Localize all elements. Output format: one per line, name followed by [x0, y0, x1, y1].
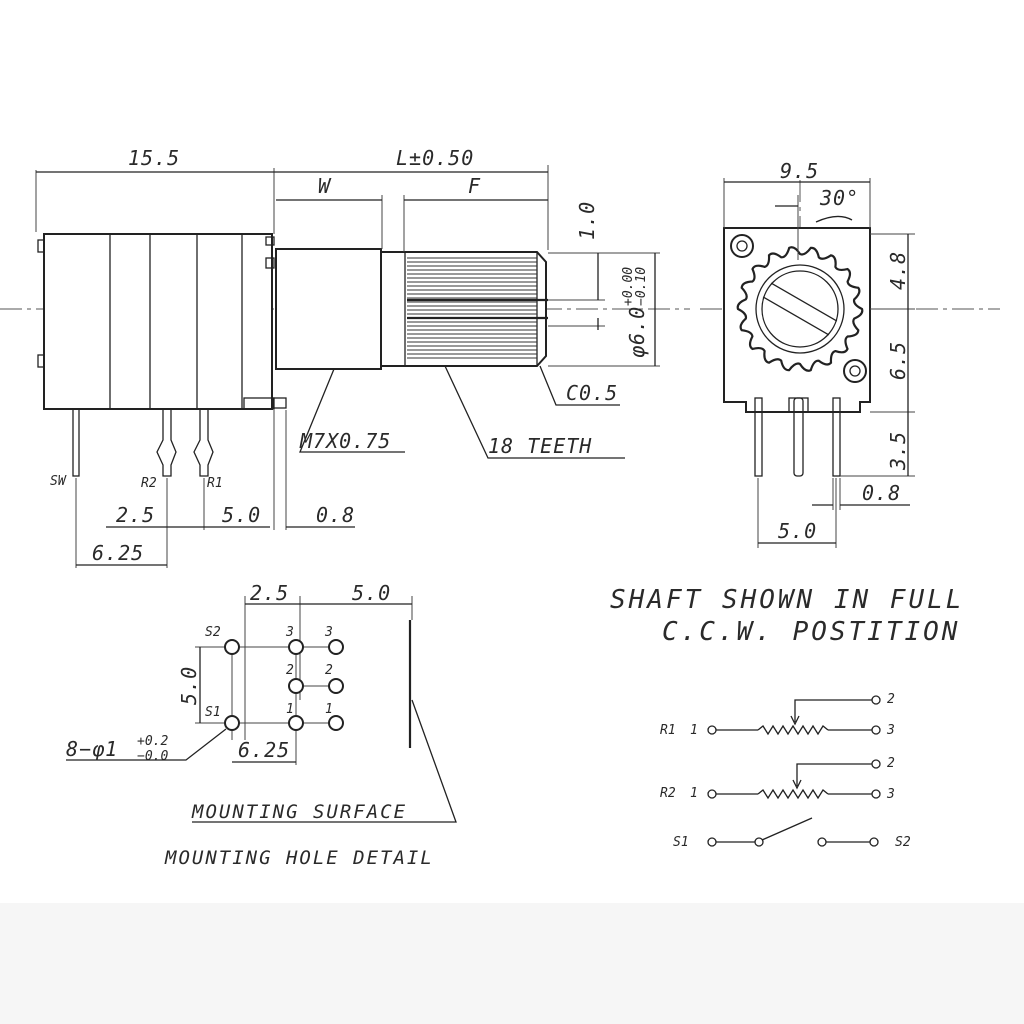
- front-body: [723, 227, 871, 413]
- dim-m7: M7X0.75: [299, 429, 391, 453]
- mount-hole-1a: [288, 715, 304, 731]
- front-pin-left: [754, 397, 763, 477]
- mount-label-s1: S1: [205, 705, 221, 720]
- schem-r1-pin1: 1: [690, 723, 698, 738]
- bushing: [275, 248, 382, 370]
- schem-r2-pin3: 3: [886, 787, 895, 802]
- schem-r1-label: R1: [660, 723, 676, 738]
- leader-teeth: [444, 365, 625, 459]
- mount-dim-5-0-top: 5.0: [352, 581, 391, 605]
- dim-0-8-front: 0.8: [862, 481, 901, 505]
- leader-c05: [539, 365, 620, 406]
- mount-dim-5-0-left: 5.0: [177, 666, 201, 705]
- mount-hole-3a: [288, 639, 304, 655]
- dim-c0-5: C0.5: [566, 381, 618, 405]
- schem-switch-blade: [761, 817, 813, 841]
- mount-label-1b: 1: [325, 702, 333, 717]
- rotor-slot: [762, 282, 838, 336]
- dim-6-5: 6.5: [886, 341, 910, 380]
- dim-4-8: 4.8: [886, 251, 910, 290]
- mount-hole-s1: [224, 715, 240, 731]
- dim-2-5: 2.5: [116, 503, 155, 527]
- svg-text:+0.2: +0.2: [137, 734, 168, 749]
- pin-label-sw: SW: [50, 474, 67, 489]
- dim-6-25: 6.25: [92, 541, 144, 565]
- note-line-2: C.C.W. POSTITION: [662, 617, 960, 647]
- svg-text:8−φ1: 8−φ1: [66, 737, 118, 761]
- front-hole-bottom-right: [843, 359, 867, 383]
- mount-label-3b: 3: [324, 625, 333, 640]
- dim-5-0: 5.0: [222, 503, 261, 527]
- pin-label-r2: R2: [141, 476, 157, 491]
- schem-r1-pin2: 2: [887, 692, 895, 707]
- svg-text:+0.00: +0.00: [621, 267, 636, 306]
- pin-r1: [193, 409, 214, 477]
- leader-holes: [66, 728, 227, 761]
- schem-r1-pin3: 3: [886, 723, 895, 738]
- bottom-band: [0, 903, 1024, 1024]
- leader-mounting-surface: [192, 699, 457, 823]
- front-view: 9.5 30° 4.8 6.5 3.5 0.8 5.0: [700, 159, 1000, 548]
- mount-label-1a: 1: [286, 702, 294, 717]
- dim-3-5: 3.5: [886, 431, 910, 471]
- mount-label-2a: 2: [286, 663, 294, 678]
- pin-label-r1: R1: [207, 476, 223, 491]
- dim-1-0: 1.0: [575, 201, 599, 240]
- mounting-hole-detail-label: MOUNTING HOLE DETAIL: [164, 847, 434, 869]
- schem-r2-wiper: [796, 763, 872, 786]
- dim-15-5: 15.5: [128, 146, 180, 170]
- angle-arc: [815, 215, 853, 223]
- mount-hole-1b: [328, 715, 344, 731]
- schem-r2-pin2: 2: [887, 756, 895, 771]
- schem-r1-wiper: [794, 699, 872, 722]
- mounting-surface-label: MOUNTING SURFACE: [191, 801, 407, 823]
- schem-r2-label: R2: [660, 786, 676, 801]
- mount-hole-3b: [328, 639, 344, 655]
- toothed-rotor: [736, 246, 864, 372]
- schem-r1-resistor: [757, 724, 829, 736]
- housing: [43, 233, 273, 410]
- mount-holes-spec: 8−φ1 +0.2 −0.0: [66, 734, 168, 764]
- schem-s1-label: S1: [673, 835, 689, 850]
- mount-dim-2-5: 2.5: [250, 581, 289, 605]
- dim-w: W: [318, 174, 332, 198]
- leader-m7: [299, 368, 405, 453]
- dim-5-0-front: 5.0: [778, 519, 817, 543]
- mount-label-2b: 2: [325, 663, 333, 678]
- side-view: SW R2 R1 15.5 L±0.50 W F 1.0 φ6.0 +0.00 …: [0, 146, 690, 568]
- dim-shaft-diameter: φ6.0 +0.00 −0.10: [621, 267, 649, 358]
- mount-label-s2: S2: [205, 625, 221, 640]
- schem-s2-label: S2: [895, 835, 911, 850]
- dim-0-8: 0.8: [316, 503, 355, 527]
- mounting-hole-detail: 2.5 5.0 5.0 S2 S1 3 3 2 2 1 1 6.25 8−φ1: [66, 581, 457, 869]
- dim-l-tolerance: L±0.50: [396, 146, 474, 170]
- mount-dim-6-25: 6.25: [238, 738, 290, 762]
- schem-r2-pin1: 1: [690, 786, 698, 801]
- mount-label-3a: 3: [285, 625, 294, 640]
- schem-r2-resistor: [757, 788, 829, 800]
- pin-r2: [156, 409, 177, 477]
- dim-30-deg: 30°: [819, 186, 859, 210]
- dim-teeth: 18 TEETH: [488, 434, 592, 458]
- pin-sw: [72, 408, 80, 477]
- note-line-1: SHAFT SHOWN IN FULL: [610, 585, 964, 615]
- knurled-shaft: [380, 251, 548, 367]
- mount-hole-2a: [288, 678, 304, 694]
- svg-text:φ6.0: φ6.0: [625, 306, 649, 358]
- front-pin-right: [832, 397, 841, 477]
- front-hole-top-left: [730, 234, 754, 258]
- svg-text:−0.0: −0.0: [137, 749, 168, 764]
- dim-f: F: [468, 174, 481, 198]
- mount-hole-2b: [328, 678, 344, 694]
- schematic: R1 1 3 2 R2 1 3 2 S1 S2: [660, 692, 911, 850]
- svg-text:−0.10: −0.10: [634, 267, 649, 306]
- mount-hole-s2: [224, 639, 240, 655]
- dim-9-5: 9.5: [780, 159, 819, 183]
